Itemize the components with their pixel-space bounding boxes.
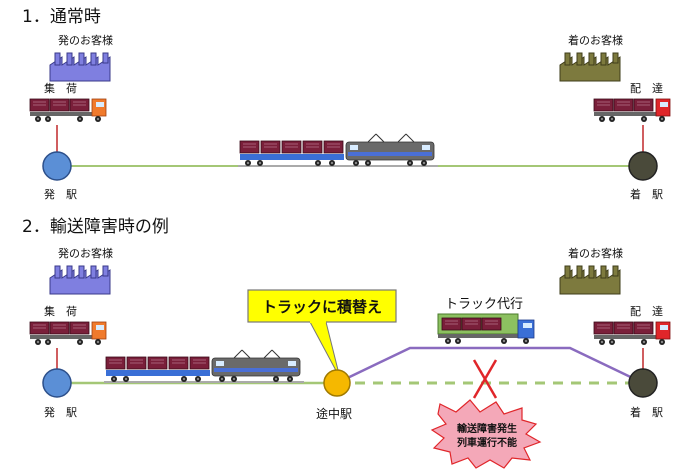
dest-customer-label: 着のお客様 (568, 33, 623, 47)
dest-station-icon-2 (628, 368, 658, 398)
disruption-text-2: 列車運行不能 (457, 436, 517, 449)
delivery-truck-icon (593, 98, 671, 122)
origin-factory-icon (49, 52, 111, 82)
origin-customer-label-2: 発のお客様 (58, 246, 113, 260)
dest-station-label-2: 着 駅 (630, 405, 663, 419)
mid-station-icon (323, 369, 351, 397)
pickup-truck-icon (29, 98, 107, 122)
origin-station-label-2: 発 駅 (44, 405, 77, 419)
pickup-label: 集 荷 (44, 81, 77, 95)
truck-substitute-label: トラック代行 (445, 297, 523, 312)
freight-train-icon (238, 133, 438, 167)
origin-customer-label: 発のお客様 (58, 33, 113, 47)
dest-station-label: 着 駅 (630, 187, 663, 201)
delivery-truck-icon-2 (593, 321, 671, 345)
origin-station-icon (42, 151, 72, 181)
origin-factory-icon-2 (49, 265, 111, 295)
dest-factory-icon-2 (559, 265, 621, 295)
disruption-burst: 輸送障害発生 列車運行不能 (430, 399, 542, 469)
origin-station-label: 発 駅 (44, 187, 77, 201)
pickup-truck-icon-2 (29, 321, 107, 345)
pickup-label-2: 集 荷 (44, 304, 77, 318)
callout-text: トラックに積替え (262, 298, 382, 316)
dest-customer-label-2: 着のお客様 (568, 246, 623, 260)
dest-factory-icon (559, 52, 621, 82)
substitute-truck-icon (437, 313, 535, 344)
truck-route (336, 346, 644, 385)
blocked-cross-icon (472, 359, 498, 399)
disruption-text-1: 輸送障害発生 (457, 422, 517, 435)
delivery-label-2: 配 達 (630, 305, 663, 318)
section1-title: 1．通常時 (22, 7, 101, 27)
freight-train-icon-2 (104, 349, 304, 383)
transfer-callout: トラックに積替え (247, 289, 397, 379)
mid-station-label: 途中駅 (316, 406, 352, 421)
section2-title: 2．輸送障害時の例 (22, 217, 169, 237)
delivery-label: 配 達 (630, 82, 663, 95)
dest-station-icon (628, 151, 658, 181)
origin-station-icon-2 (42, 368, 72, 398)
